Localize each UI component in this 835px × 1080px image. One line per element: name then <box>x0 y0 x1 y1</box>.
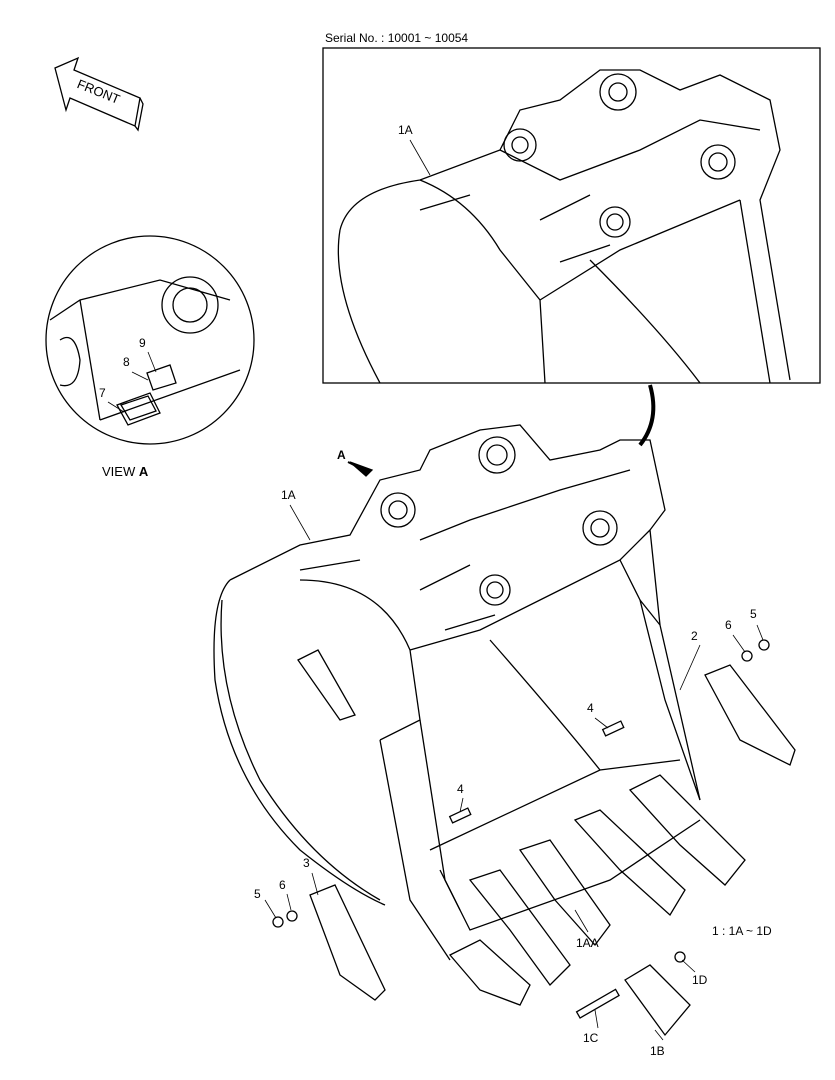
label-1a-inset: 1A <box>398 123 413 137</box>
view-arrow-letter: A <box>337 448 346 462</box>
label-5-right: 5 <box>750 607 757 621</box>
parts-note: 1 : 1A ~ 1D <box>712 924 772 938</box>
inset-bucket-drawing <box>337 69 791 384</box>
hardware-drawing <box>272 639 770 1037</box>
serial-number: Serial No. : 10001 ~ 10054 <box>325 31 469 45</box>
label-1aa: 1AA <box>576 936 599 950</box>
label-9: 9 <box>139 336 146 350</box>
side-cutter-right <box>704 664 796 766</box>
label-2: 2 <box>691 629 698 643</box>
inset-frame <box>322 47 821 384</box>
view-a-drawing <box>49 276 241 426</box>
label-7: 7 <box>99 386 106 400</box>
label-1a: 1A <box>281 488 296 502</box>
label-4-lower: 4 <box>457 782 464 796</box>
side-cutter-left <box>309 884 386 1001</box>
bucket-drawing <box>213 424 701 961</box>
leader-lines <box>107 139 764 1041</box>
bucket-teeth-drawing <box>448 774 746 1006</box>
label-1b: 1B <box>650 1044 665 1058</box>
view-a-caption: VIEW A <box>102 464 149 479</box>
label-1d: 1D <box>692 973 708 987</box>
detail-pointer-arrow-icon <box>638 384 656 447</box>
label-1c: 1C <box>583 1031 599 1045</box>
view-a-detail-circle <box>45 235 255 445</box>
label-4-upper: 4 <box>587 701 594 715</box>
front-arrow-icon <box>54 56 144 132</box>
view-caption-prefix: VIEW <box>102 464 139 479</box>
label-6-left: 6 <box>279 878 286 892</box>
label-8: 8 <box>123 355 130 369</box>
label-6-right: 6 <box>725 618 732 632</box>
label-3: 3 <box>303 856 310 870</box>
view-caption-letter: A <box>138 464 149 479</box>
brand-logo <box>297 649 356 721</box>
label-5-left: 5 <box>254 887 261 901</box>
